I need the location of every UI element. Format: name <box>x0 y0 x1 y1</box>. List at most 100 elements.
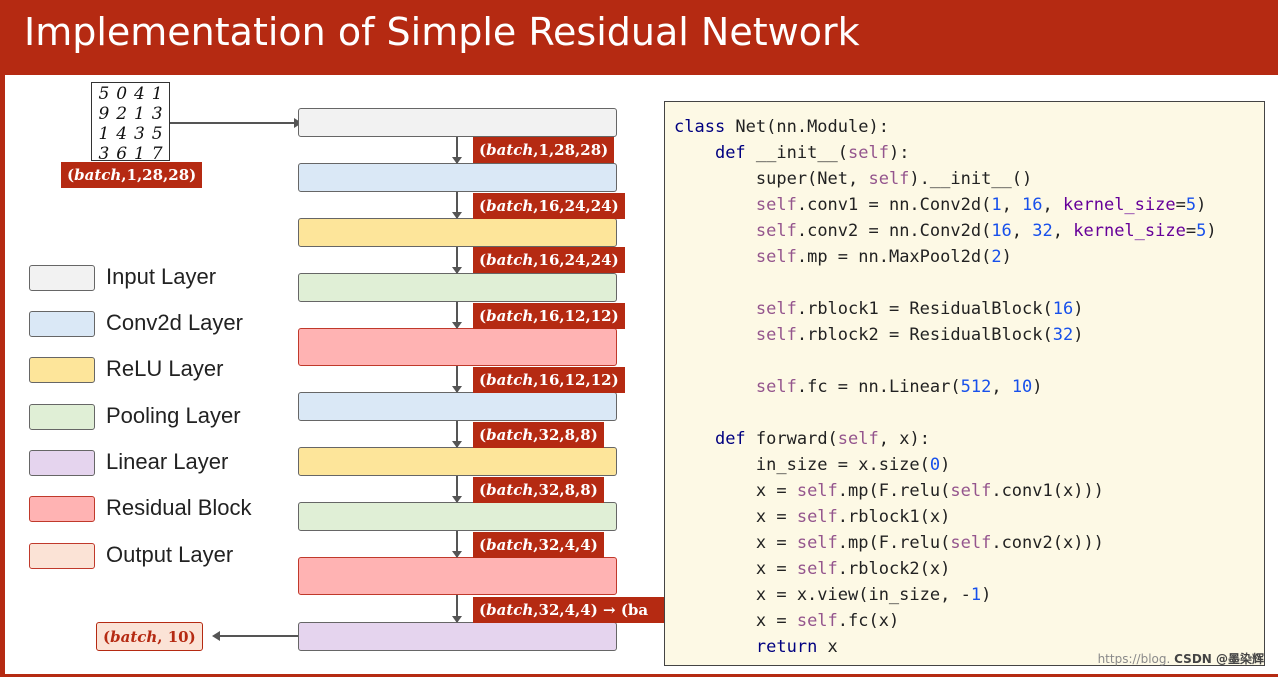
legend-swatch <box>29 357 95 383</box>
digit: 6 <box>116 144 128 164</box>
digit: 3 <box>151 104 163 124</box>
batch-text: batch <box>74 166 122 184</box>
flow-arrow <box>452 137 462 164</box>
code-line: return x <box>755 637 838 657</box>
code-line: x = self.rblock1(x) <box>674 507 951 527</box>
input-arrow <box>170 118 302 128</box>
layer-residual-2 <box>298 557 617 595</box>
layer-relu-1 <box>298 218 617 247</box>
layer-conv2d-1 <box>298 163 617 192</box>
dims-text: ,32,4,4) <box>533 536 598 554</box>
flow-arrow <box>452 421 462 448</box>
legend-swatch <box>29 404 95 430</box>
code-line: self.mp = nn.MaxPool2d(2) <box>755 247 1012 267</box>
code-blank-line <box>674 400 1264 426</box>
code-line: in_size = x.size(0) <box>674 455 951 475</box>
batch-text: batch <box>486 251 534 269</box>
flow-arrow <box>452 531 462 558</box>
dims-text: , 10) <box>157 628 196 646</box>
page-title: Implementation of Simple Residual Networ… <box>24 10 860 54</box>
digit: 0 <box>116 84 128 104</box>
legend-label: Residual Block <box>106 495 252 520</box>
batch-text: batch <box>110 628 158 646</box>
shape-label-2: (batch,16,24,24) <box>473 193 625 219</box>
batch-text: batch <box>486 197 534 215</box>
legend-swatch <box>29 450 95 476</box>
code-line: self.conv2 = nn.Conv2d(16, 32, kernel_si… <box>755 221 1217 241</box>
dims-text: ,16,24,24) <box>533 197 619 215</box>
output-arrow <box>212 631 298 641</box>
flow-arrow <box>452 476 462 503</box>
code-line: x = self.fc(x) <box>674 611 900 631</box>
layer-relu-2 <box>298 447 617 476</box>
layer-pooling-1 <box>298 273 617 302</box>
digit: 2 <box>116 104 128 124</box>
code-blank-line <box>674 348 1264 374</box>
dims-text: ,16,12,12) <box>533 307 619 325</box>
legend-swatch <box>29 543 95 569</box>
legend-label: Conv2d Layer <box>106 310 243 335</box>
code-block: class Net(nn.Module): def __init__(self)… <box>664 101 1265 666</box>
shape-label-4: (batch,16,12,12) <box>473 303 625 329</box>
shape-label-3: (batch,16,24,24) <box>473 247 625 273</box>
dims-text: ,1,28,28) <box>121 166 197 184</box>
input-shape-label: (batch,1,28,28) <box>61 162 203 188</box>
shape-label-6: (batch,32,8,8) <box>473 422 604 448</box>
batch-text: batch <box>486 481 534 499</box>
digit: 4 <box>116 124 128 144</box>
digit: 9 <box>98 104 110 124</box>
batch-text: batch <box>486 536 534 554</box>
legend-label: Output Layer <box>106 542 234 567</box>
flow-arrow <box>452 595 462 623</box>
output-shape-label: (batch, 10) <box>96 622 203 651</box>
code-blank-line <box>674 270 1264 296</box>
legend-label: Pooling Layer <box>106 403 241 428</box>
batch-text: batch <box>486 307 534 325</box>
watermark-brand: CSDN @墨染辉 <box>1174 652 1264 666</box>
layer-residual-1 <box>298 328 617 366</box>
watermark-url: https://blog. <box>1097 652 1171 666</box>
code-line: class Net(nn.Module): <box>674 117 889 137</box>
digit: 5 <box>151 124 163 144</box>
batch-text: batch <box>486 141 534 159</box>
dims-text: ,32,4,4) → (ba <box>533 601 649 619</box>
digit: 1 <box>133 104 145 124</box>
digit: 3 <box>133 124 145 144</box>
shape-label-8: (batch,32,4,4) <box>473 532 604 558</box>
layer-pooling-2 <box>298 502 617 531</box>
digit: 4 <box>133 84 145 104</box>
bottom-border <box>0 674 1278 677</box>
legend-label: Linear Layer <box>106 449 229 474</box>
dims-text: ,1,28,28) <box>533 141 609 159</box>
shape-label-1: (batch,1,28,28) <box>473 137 615 163</box>
digit: 1 <box>151 84 163 104</box>
layer-linear <box>298 622 617 651</box>
digit: 5 <box>98 84 110 104</box>
shape-label-5: (batch,16,12,12) <box>473 367 625 393</box>
digit: 7 <box>151 144 163 164</box>
batch-text: batch <box>486 371 534 389</box>
legend-swatch <box>29 496 95 522</box>
flow-arrow <box>452 366 462 393</box>
legend-swatch <box>29 311 95 337</box>
legend-swatch <box>29 265 95 291</box>
flow-arrow <box>452 302 462 329</box>
code-line: self.conv1 = nn.Conv2d(1, 16, kernel_siz… <box>755 195 1207 215</box>
code-line: def __init__(self): <box>714 143 910 163</box>
dims-text: ,32,8,8) <box>533 426 598 444</box>
watermark: https://blog. CSDN @墨染辉 <box>1098 650 1264 667</box>
left-border <box>0 75 5 677</box>
digit: 1 <box>133 144 145 164</box>
code-line: x = x.view(in_size, -1) <box>674 585 992 605</box>
digit: 3 <box>98 144 110 164</box>
dims-text: ,16,24,24) <box>533 251 619 269</box>
batch-text: batch <box>486 426 534 444</box>
code-line: self.rblock2 = ResidualBlock(32) <box>755 325 1084 345</box>
legend-label: Input Layer <box>106 264 217 289</box>
shape-label-9: (batch,32,4,4) → (ba <box>473 597 664 623</box>
code-line: x = self.mp(F.relu(self.conv1(x))) <box>674 481 1104 501</box>
code-line: self.fc = nn.Linear(512, 10) <box>755 377 1043 397</box>
legend-label: ReLU Layer <box>106 356 224 381</box>
batch-text: batch <box>486 601 534 619</box>
